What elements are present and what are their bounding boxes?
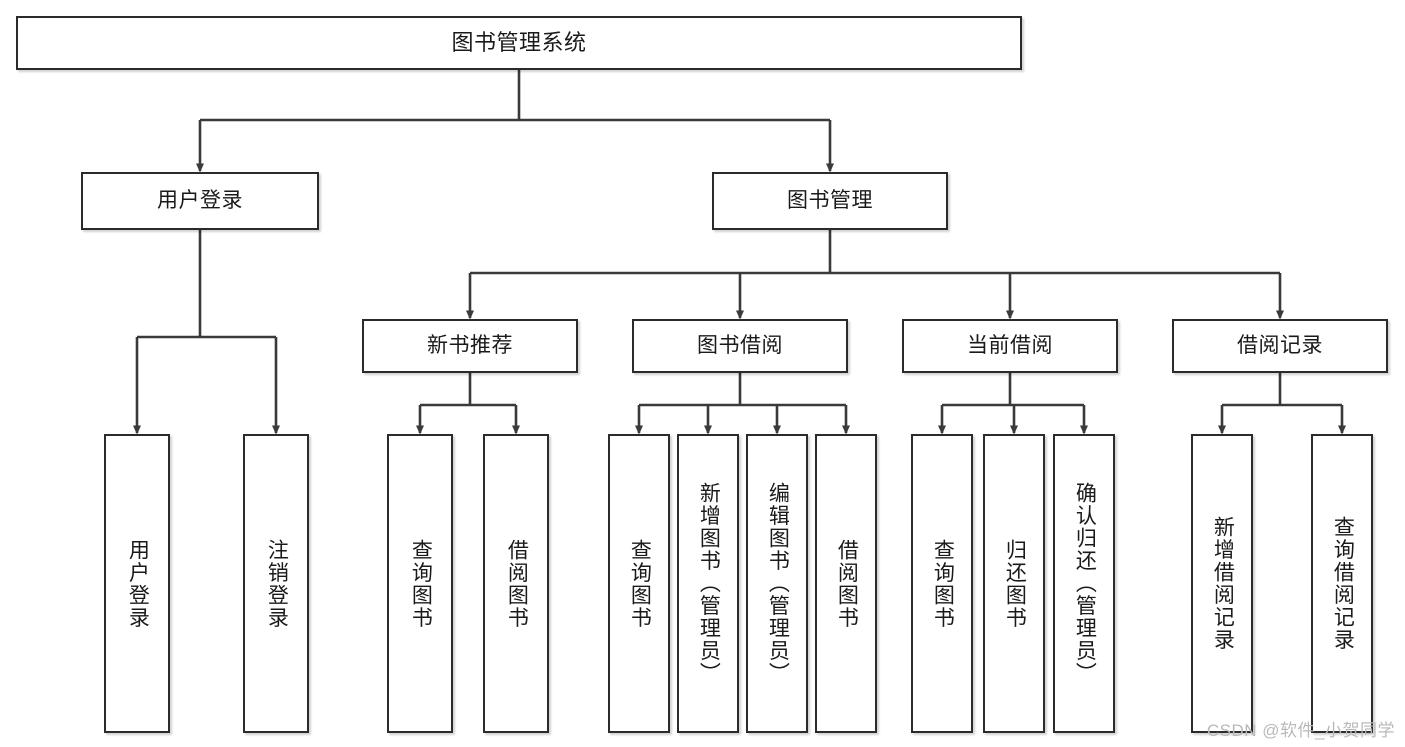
node-label: 归还图书 — [1003, 538, 1027, 629]
node-borrow-record: 借阅记录 — [1172, 319, 1388, 373]
node-label: 编辑图书（管理员） — [766, 482, 790, 685]
node-leaf-cur-return: 归还图书 — [983, 434, 1045, 733]
node-label: 查询图书 — [409, 538, 433, 629]
node-label: 查询图书 — [931, 538, 955, 629]
node-leaf-borrow-query: 查询图书 — [608, 434, 670, 733]
node-current-borrow: 当前借阅 — [902, 319, 1118, 373]
node-new-book-rec: 新书推荐 — [362, 319, 578, 373]
node-label: 新增借阅记录 — [1211, 516, 1235, 651]
node-label: 借阅图书 — [505, 538, 529, 629]
node-label: 查询借阅记录 — [1331, 516, 1355, 651]
node-root: 图书管理系统 — [16, 16, 1022, 70]
node-book-borrow: 图书借阅 — [632, 319, 848, 373]
node-leaf-rec-query: 查询图书 — [387, 434, 453, 733]
node-label: 查询图书 — [628, 538, 652, 629]
node-leaf-borrow-edit: 编辑图书（管理员） — [746, 434, 808, 733]
node-leaf-borrow-lend: 借阅图书 — [815, 434, 877, 733]
node-leaf-user-logout: 注销登录 — [243, 434, 309, 733]
node-leaf-user-login: 用户登录 — [104, 434, 170, 733]
node-user-login: 用户登录 — [81, 172, 319, 230]
node-leaf-rec-add: 新增借阅记录 — [1191, 434, 1253, 733]
node-book-manage: 图书管理 — [712, 172, 948, 230]
node-label: 图书管理 — [787, 189, 873, 213]
node-leaf-rec-borrow: 借阅图书 — [483, 434, 549, 733]
node-label: 用户登录 — [126, 538, 150, 629]
node-label: 新增图书（管理员） — [697, 482, 721, 685]
node-leaf-cur-confirm: 确认归还（管理员） — [1053, 434, 1115, 733]
node-label: 当前借阅 — [967, 334, 1053, 358]
node-label: 图书管理系统 — [451, 29, 587, 55]
node-label: 新书推荐 — [427, 334, 513, 358]
node-label: 用户登录 — [157, 189, 243, 213]
node-label: 注销登录 — [265, 538, 289, 629]
node-label: 借阅记录 — [1237, 334, 1323, 358]
node-label: 图书借阅 — [697, 334, 783, 358]
node-label: 确认归还（管理员） — [1073, 482, 1097, 685]
node-leaf-cur-query: 查询图书 — [911, 434, 973, 733]
node-label: 借阅图书 — [835, 538, 859, 629]
edges — [133, 70, 1346, 435]
node-leaf-rec-query2: 查询借阅记录 — [1311, 434, 1373, 733]
node-leaf-borrow-add: 新增图书（管理员） — [677, 434, 739, 733]
watermark-text: CSDN @软件_小贺同学 — [1206, 721, 1395, 740]
